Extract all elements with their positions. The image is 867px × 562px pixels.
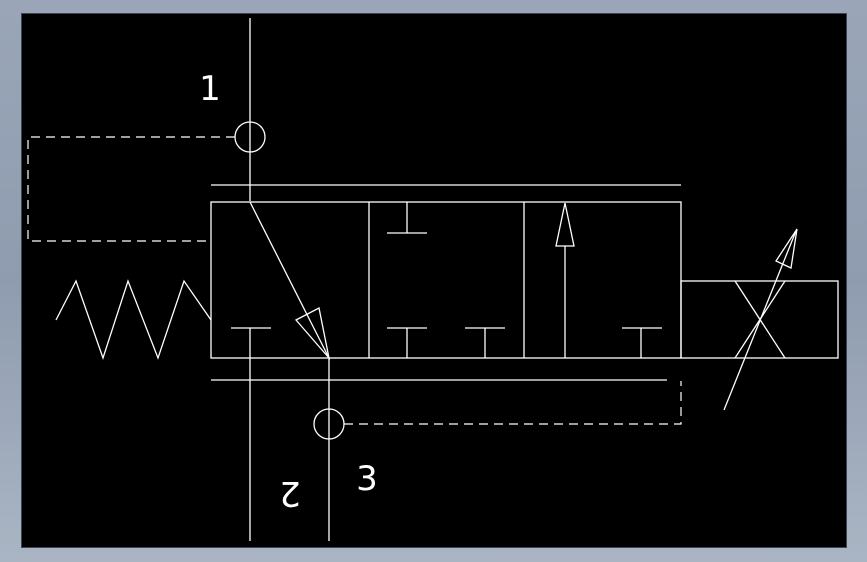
port-label-3: 3 — [356, 459, 378, 499]
variable-adjust-arrow-head — [775, 228, 798, 269]
pilot-line-left — [27, 136, 235, 242]
port-label-1: 1 — [199, 69, 221, 109]
pilot-line-bottom — [344, 381, 682, 425]
cad-drawing-area: 1 2 3 — [21, 13, 847, 548]
solenoid-actuator-box — [680, 280, 839, 359]
valve-schematic: 1 2 3 — [27, 18, 839, 541]
spring-actuator — [55, 279, 212, 361]
valve-body — [210, 201, 682, 359]
flow-arrow-head-diagonal — [294, 307, 331, 361]
flow-path-diagonal — [249, 201, 330, 359]
variable-adjust-line — [723, 230, 797, 411]
port-label-2: 2 — [279, 473, 301, 513]
flow-arrow-head-up — [555, 202, 575, 247]
